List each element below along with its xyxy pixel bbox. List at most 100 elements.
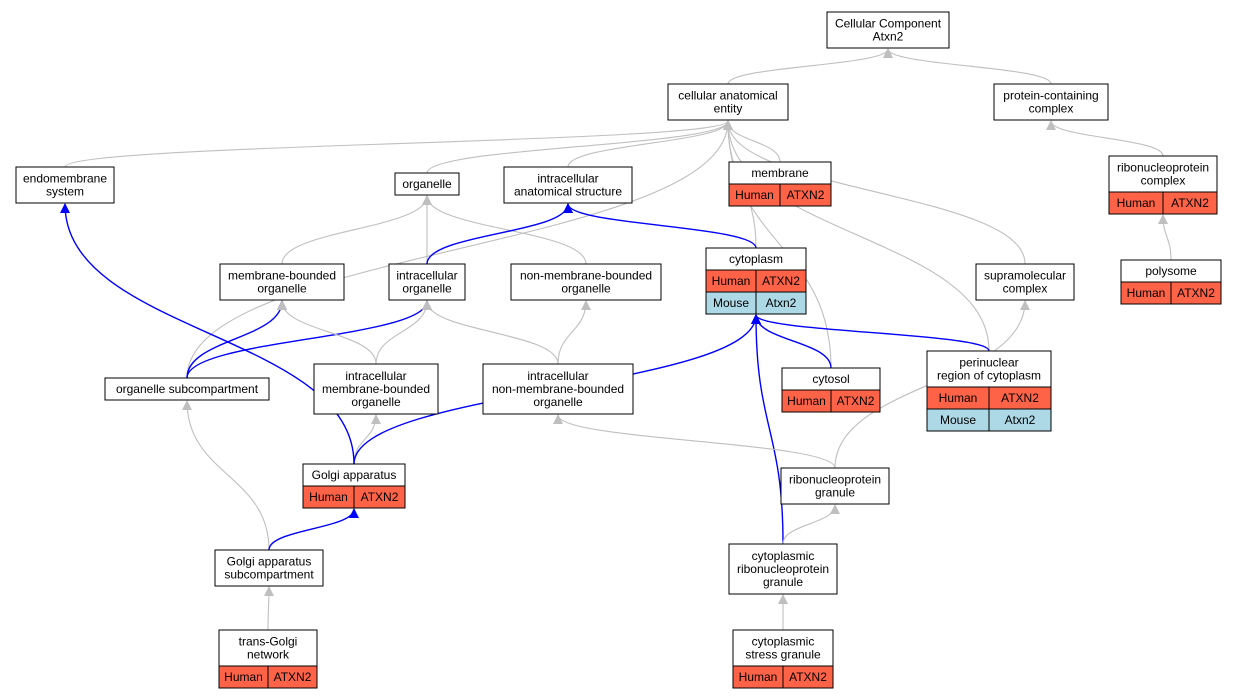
go-term-node-organelle[interactable]: organelle	[394, 172, 460, 196]
edge-endo-to-cae	[64, 120, 733, 168]
node-box	[728, 543, 838, 595]
node-box	[510, 263, 662, 301]
node-label-line: non-membrane-bounded	[520, 269, 652, 283]
edge-io-to-ias	[426, 203, 573, 265]
edge-ias-to-cae	[567, 120, 733, 168]
edge-nmbo-to-organelle	[422, 195, 587, 265]
node-label-line: intracellular	[527, 369, 588, 383]
node-label-line: Golgi apparatus	[227, 555, 312, 569]
node-label-line: region of cytoplasm	[937, 369, 1041, 383]
species-label: Human	[712, 274, 751, 288]
node-box	[975, 263, 1075, 301]
species-label: Human	[735, 188, 774, 202]
node-label-line: entity	[714, 102, 743, 116]
node-label-line: organelle	[402, 177, 452, 191]
edge-rnpg-to-inmbo	[553, 414, 836, 469]
edge-imbo-to-mbo	[277, 300, 377, 365]
node-label-line: ribonucleoprotein	[789, 473, 881, 487]
edge-golgi-to-endo	[60, 203, 355, 465]
node-box	[667, 83, 789, 121]
node-label-line: organelle	[533, 395, 583, 409]
node-label-line: subcompartment	[224, 568, 314, 582]
node-label-line: perinuclear	[959, 356, 1018, 370]
node-label-line: endomembrane	[23, 172, 107, 186]
edge-inmbo-to-nmbo	[557, 300, 591, 365]
gene-label: ATXN2	[361, 490, 399, 504]
node-label-line: supramolecular	[984, 269, 1066, 283]
node-label-line: ribonucleoprotein	[737, 562, 829, 576]
edge-mbo-to-organelle	[281, 195, 432, 265]
node-label-line: cytoplasmic	[752, 549, 815, 563]
edge-inmbo-to-io	[422, 300, 559, 365]
edge-cae-to-root	[727, 48, 893, 85]
edge-osub-to-cae	[186, 120, 733, 379]
edge-golgi-to-imbo	[353, 414, 381, 465]
node-label-line: organelle	[402, 282, 452, 296]
node-label-line: organelle	[561, 282, 611, 296]
species-label: Human	[739, 670, 778, 684]
species-label: Human	[224, 670, 263, 684]
edge-tgn-to-gsub	[263, 586, 274, 631]
edge-osub-to-io	[186, 300, 432, 379]
node-box	[993, 83, 1109, 121]
gene-label: Atxn2	[766, 296, 797, 310]
node-label-line: intracellular	[345, 369, 406, 383]
species-label: Human	[1127, 286, 1166, 300]
species-label: Mouse	[713, 296, 749, 310]
edge-gsub-to-osub	[182, 400, 270, 551]
node-label-line: membrane	[751, 166, 809, 180]
node-box	[214, 549, 324, 587]
go-term-node-osub[interactable]: organelle subcompartment	[104, 377, 270, 401]
node-box	[104, 377, 270, 401]
species-label: Mouse	[940, 413, 976, 427]
edge-supra-to-cae	[723, 120, 1026, 265]
node-label-line: ribonucleoprotein	[1117, 161, 1209, 175]
species-label: Human	[939, 391, 978, 405]
node-box	[219, 263, 345, 301]
go-term-node-inmbo[interactable]: intracellularnon-membrane-boundedorganel…	[482, 363, 634, 415]
node-box	[1108, 155, 1218, 193]
edge-peri-to-cae	[723, 120, 990, 352]
gene-label: ATXN2	[1001, 391, 1039, 405]
edge-cytoplasm-to-ias	[563, 203, 757, 249]
gene-cell	[830, 389, 881, 413]
species-label: Human	[787, 394, 826, 408]
node-box	[218, 629, 318, 667]
edge-cytosol-to-cytoplasm	[751, 314, 832, 369]
node-box	[388, 263, 466, 301]
species-label: Human	[309, 490, 348, 504]
edge-crg-to-cytoplasm	[751, 314, 784, 545]
edge-rnpc-to-pcc	[1046, 120, 1164, 157]
edge-organelle-to-cae	[426, 120, 733, 174]
gene-label: ATXN2	[1171, 196, 1209, 210]
node-label-line: intracellular	[396, 269, 457, 283]
node-box	[313, 363, 439, 415]
node-label-line: Atxn2	[873, 30, 904, 44]
node-box	[482, 363, 634, 415]
node-label-line: membrane-bounded	[322, 382, 430, 396]
